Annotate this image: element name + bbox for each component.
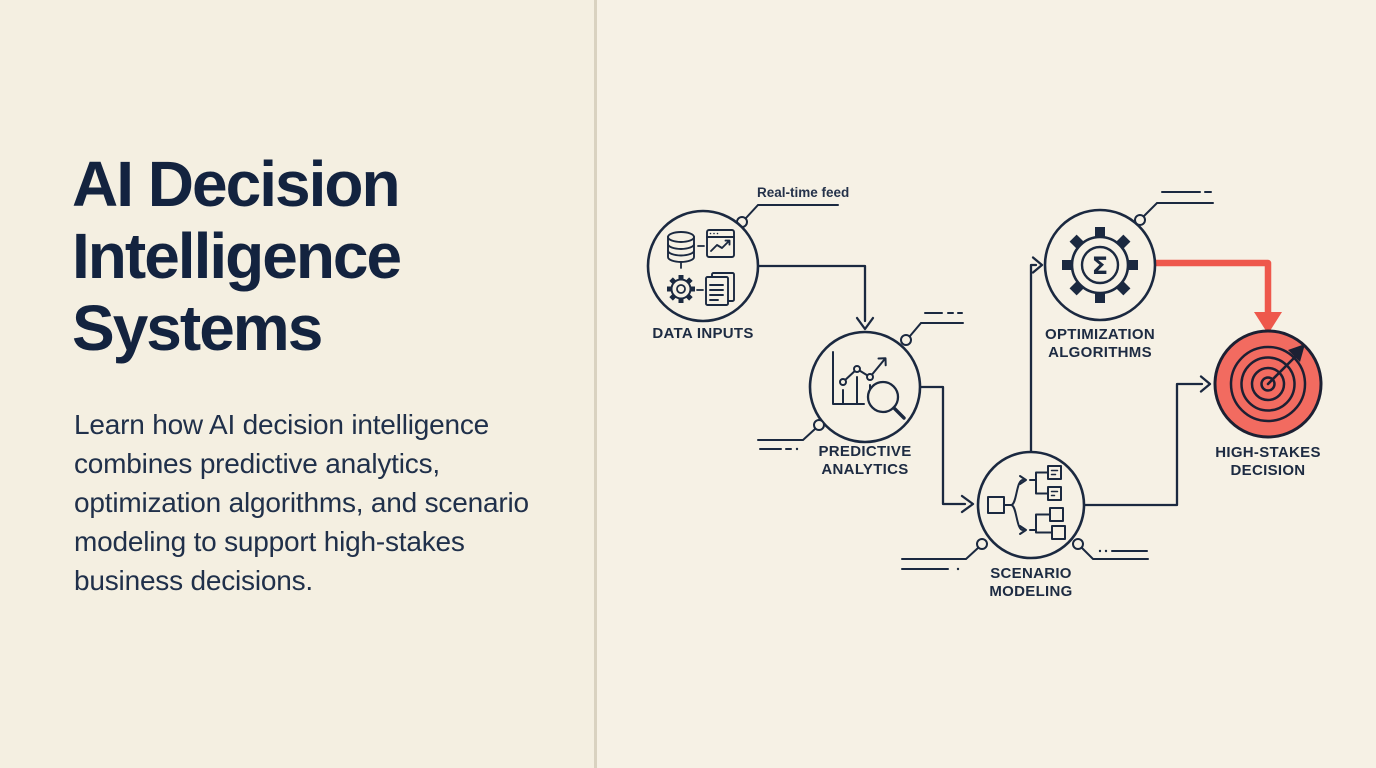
- documents-icon: [705, 272, 735, 306]
- icon-connector-dashes: [680, 245, 705, 291]
- target-icon: [1229, 345, 1307, 423]
- decision-tree-icon: [987, 465, 1066, 540]
- node-data-inputs: [646, 209, 760, 323]
- page-description: Learn how AI decision intelligence combi…: [74, 409, 529, 596]
- edge-optimization-to-highstakes: [1155, 259, 1282, 334]
- node-optimization-algorithms: Σ: [1043, 208, 1157, 322]
- page-title: AI Decision Intelligence Systems: [72, 148, 402, 364]
- node-scenario-modeling: [976, 450, 1086, 560]
- optimization-callout-top-right: [1134, 191, 1214, 226]
- red-arrowhead: [1254, 312, 1282, 334]
- realtime-feed-callout: [736, 204, 839, 228]
- label-high-stakes-decision: HIGH-STAKES DECISION: [1215, 444, 1321, 479]
- label-optimization-algorithms: OPTIMIZATION ALGORITHMS: [1045, 326, 1155, 361]
- scenario-callout-bottom-left: [901, 538, 988, 571]
- realtime-feed-label: Real-time feed: [757, 185, 850, 200]
- node-high-stakes-decision: [1213, 329, 1323, 439]
- predictive-callout-top-right: [900, 312, 964, 346]
- predictive-callout-bottom-left: [757, 419, 825, 451]
- edge-predictive-to-scenario: [918, 385, 975, 514]
- chart-window-icon: [706, 229, 735, 258]
- label-data-inputs: DATA INPUTS: [652, 325, 754, 342]
- label-scenario-modeling: SCENARIO MODELING: [989, 565, 1073, 600]
- scenario-callout-bottom-right: [1072, 538, 1149, 560]
- panel-divider: [594, 0, 597, 768]
- magnifier-icon: [866, 380, 906, 420]
- label-predictive-analytics: PREDICTIVE ANALYTICS: [818, 443, 912, 478]
- trend-chart-icon: [832, 351, 887, 405]
- gear-sigma-icon: Σ: [1062, 227, 1138, 303]
- node-predictive-analytics: [808, 330, 922, 444]
- edge-data-to-predictive: [756, 264, 875, 331]
- edge-scenario-to-highstakes: [1082, 375, 1212, 507]
- edge-scenario-to-optimization: [1029, 256, 1044, 454]
- gear-icon: [667, 275, 695, 303]
- sigma-glyph: Σ: [1092, 252, 1108, 280]
- dart-icon: [1266, 344, 1305, 386]
- intro-panel: AI Decision Intelligence Systems Learn h…: [0, 0, 594, 768]
